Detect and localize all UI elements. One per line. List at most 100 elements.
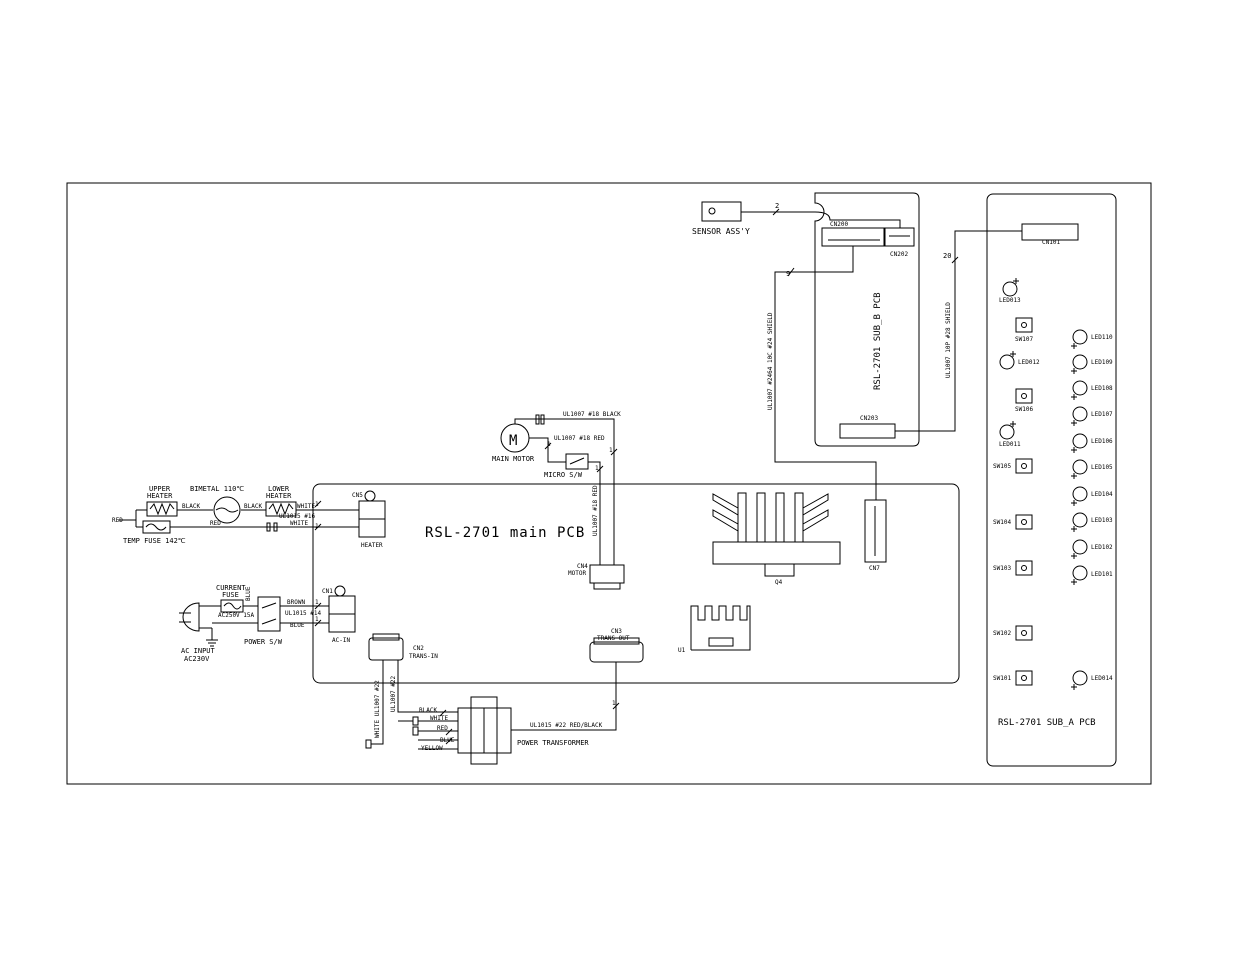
- svg-text:AC230V: AC230V: [184, 655, 210, 663]
- power-transformer-circuit: POWER TRANSFORMER 1 UL1015 #22 RED/BLACK…: [365, 660, 620, 765]
- q4-label: Q4: [775, 579, 783, 586]
- svg-text:TRANS-IN: TRANS-IN: [409, 653, 438, 660]
- led-left-2: LED012: [999, 351, 1040, 370]
- temp-fuse: [142, 520, 171, 534]
- svg-text:LED013: LED013: [999, 297, 1021, 304]
- led-led101: LED101: [1071, 565, 1113, 585]
- svg-text:POWER TRANSFORMER: POWER TRANSFORMER: [517, 739, 589, 747]
- svg-text:CN7: CN7: [869, 565, 880, 572]
- svg-text:BLACK: BLACK: [182, 503, 200, 510]
- svg-text:LED105: LED105: [1091, 464, 1113, 471]
- cn202-connector: [884, 227, 915, 247]
- svg-text:LED012: LED012: [1018, 359, 1040, 366]
- svg-text:LED107: LED107: [1091, 411, 1113, 418]
- sub-b-pcb-title: RSL-2701 SUB_B PCB: [873, 292, 883, 390]
- heat-sink: Q4: [712, 492, 841, 586]
- bimetal-thermostat: [213, 496, 241, 524]
- main-pcb: RSL-2701 main PCB Q4 U1 CN7: [312, 483, 960, 684]
- cable-cn200-cn7: 9 UL1007 #2464 10C #24 SHIELD: [767, 246, 877, 500]
- led-left-1: LED013: [999, 278, 1021, 304]
- cn203-connector: [839, 423, 896, 439]
- svg-text:HEATER: HEATER: [361, 542, 383, 549]
- svg-text:SW103: SW103: [993, 565, 1011, 572]
- led-led105: LED105: [1071, 459, 1113, 479]
- diagram-frame: [66, 182, 1152, 785]
- svg-text:1: 1: [612, 700, 616, 707]
- svg-text:LED014: LED014: [1091, 675, 1113, 682]
- svg-text:HEATER: HEATER: [266, 492, 292, 500]
- svg-text:1: 1: [595, 465, 599, 472]
- cn203-label: CN203: [860, 415, 878, 422]
- svg-text:AC250V 15A: AC250V 15A: [218, 612, 255, 619]
- svg-text:HEATER: HEATER: [147, 492, 173, 500]
- svg-text:LED104: LED104: [1091, 491, 1113, 498]
- cn101-connector: [1021, 223, 1079, 241]
- power-switch: [257, 596, 281, 632]
- cn200-label: CN200: [830, 221, 848, 228]
- svg-text:UPPER: UPPER: [149, 485, 171, 493]
- u1-regulator: U1: [678, 605, 751, 654]
- cable-left-label: UL1007 #2464 10C #24 SHIELD: [767, 312, 774, 410]
- cn202-label: CN202: [890, 251, 908, 258]
- svg-text:SW107: SW107: [1015, 336, 1033, 343]
- svg-text:RED: RED: [210, 520, 221, 527]
- led-led107: LED107: [1071, 406, 1113, 426]
- switch-sw101: SW101: [993, 670, 1033, 686]
- svg-text:TRANS-OUT: TRANS-OUT: [597, 635, 630, 642]
- svg-text:LED103: LED103: [1091, 517, 1113, 524]
- svg-text:LED108: LED108: [1091, 385, 1113, 392]
- svg-text:BLUE: BLUE: [245, 586, 252, 601]
- svg-text:1: 1: [609, 447, 613, 454]
- svg-text:1: 1: [315, 599, 319, 606]
- svg-text:SW106: SW106: [1015, 406, 1033, 413]
- svg-text:TEMP FUSE 142℃: TEMP FUSE 142℃: [123, 537, 186, 545]
- svg-text:MAIN MOTOR: MAIN MOTOR: [492, 455, 535, 463]
- svg-text:BIMETAL 110℃: BIMETAL 110℃: [190, 485, 244, 493]
- current-fuse: [220, 599, 244, 613]
- power-transformer: [470, 696, 498, 765]
- led-led014: LED014: [1071, 670, 1113, 690]
- svg-text:BROWN: BROWN: [287, 599, 305, 606]
- svg-text:SW101: SW101: [993, 675, 1011, 682]
- cn200-wire-count: 9: [786, 270, 790, 278]
- cn3-connector: CN3 TRANS-OUT: [589, 628, 644, 663]
- cn101-wire-count: 20: [943, 252, 951, 260]
- main-pcb-title: RSL-2701 main PCB: [425, 525, 585, 541]
- svg-text:CN5: CN5: [352, 492, 363, 499]
- lower-heater: [265, 501, 297, 517]
- led-led103: LED103: [1071, 512, 1113, 532]
- switch-sw102: SW102: [993, 625, 1033, 641]
- cn1-connector: CN1 AC-IN: [322, 585, 356, 644]
- cable-cn203-cn101: 20 UL1007 10P #28 SHIELD: [895, 230, 1022, 432]
- svg-text:SW104: SW104: [993, 519, 1011, 526]
- led-led110: LED110: [1071, 329, 1113, 349]
- u1-label: U1: [678, 647, 686, 654]
- svg-text:BLUE: BLUE: [440, 737, 455, 744]
- svg-text:1: 1: [315, 616, 319, 623]
- cn2-connector: CN2 TRANS-IN: [368, 633, 438, 661]
- sub-a-pcb: CN101 RSL-2701 SUB_A PCB LED013 LED012 L…: [986, 193, 1117, 767]
- svg-text:YELLOW: YELLOW: [421, 745, 443, 752]
- svg-text:LED110: LED110: [1091, 334, 1113, 341]
- svg-text:LED101: LED101: [1091, 571, 1113, 578]
- svg-text:BLUE: BLUE: [290, 622, 305, 629]
- sub-b-pcb: CN200 CN202 CN203 RSL-2701 SUB_B PCB: [814, 192, 920, 447]
- sensor-label: SENSOR ASS'Y: [692, 227, 750, 236]
- svg-text:AC INPUT: AC INPUT: [181, 647, 216, 655]
- svg-text:WHITE UL1007 #22: WHITE UL1007 #22: [374, 680, 381, 738]
- svg-text:LED109: LED109: [1091, 359, 1113, 366]
- ac-input-circuit: AC INPUT AC230V 1 1 CURRENT FUSE AC250V …: [179, 584, 329, 663]
- svg-text:1: 1: [315, 523, 319, 530]
- led-led109: LED109: [1071, 354, 1113, 374]
- svg-text:CN2: CN2: [413, 645, 424, 652]
- svg-text:1: 1: [315, 501, 319, 508]
- cn5-connector: CN5 HEATER: [352, 490, 386, 549]
- svg-text:UL1007 #22: UL1007 #22: [390, 675, 397, 712]
- svg-text:CN1: CN1: [322, 588, 333, 595]
- svg-text:RED: RED: [437, 725, 448, 732]
- svg-text:CN3: CN3: [611, 628, 622, 635]
- svg-text:UL1007 #18 BLACK: UL1007 #18 BLACK: [563, 411, 621, 418]
- cn200-connector: [821, 227, 885, 247]
- svg-text:LED106: LED106: [1091, 438, 1113, 445]
- switch-sw103: SW103: [993, 560, 1033, 576]
